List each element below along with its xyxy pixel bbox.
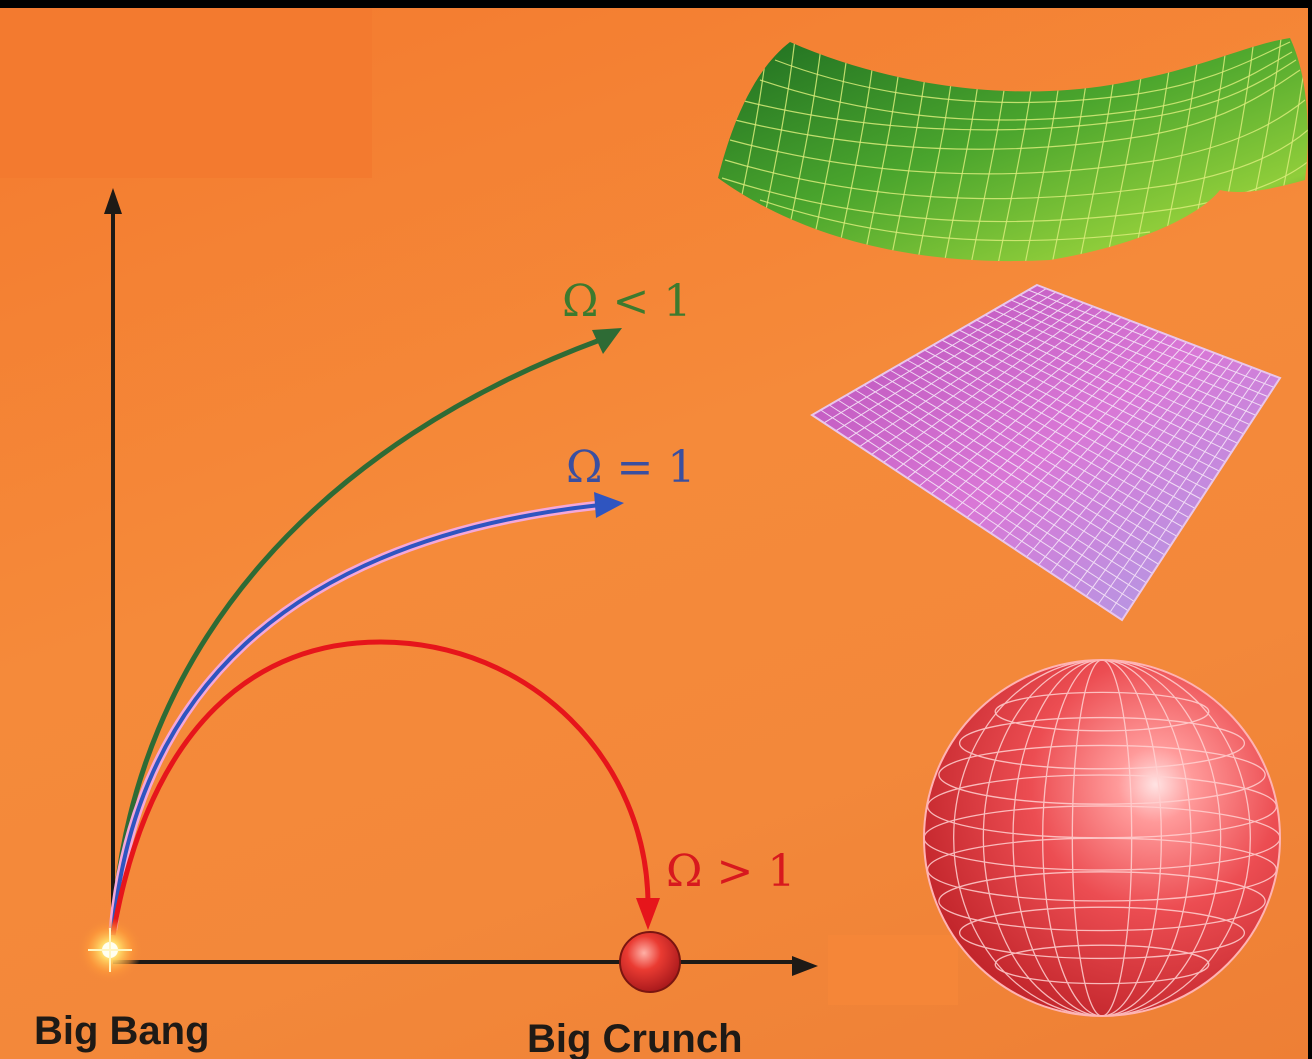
- big-bang-label: Big Bang: [34, 1009, 210, 1053]
- closed-universe-label: Ω > 1: [666, 846, 795, 897]
- top-border: [0, 0, 1312, 8]
- closed-universe-curve: [110, 639, 660, 936]
- open-universe-label: Ω < 1: [562, 276, 691, 327]
- big-crunch-label: Big Crunch: [527, 1017, 743, 1059]
- blank-axis-label-area: [828, 935, 958, 1005]
- open-universe-curve: [110, 328, 622, 931]
- explosion-glow-icon: [78, 918, 142, 982]
- sphere-surface: [923, 659, 1281, 1017]
- right-border: [1308, 0, 1312, 1059]
- y-axis: [104, 188, 122, 935]
- red-ball-icon: [619, 931, 681, 993]
- flat-grid-surface: [810, 283, 1282, 622]
- x-axis: [113, 956, 818, 976]
- flat-universe-label: Ω = 1: [566, 442, 695, 493]
- flat-universe-curve: [108, 492, 624, 931]
- saddle-surface: [718, 38, 1308, 262]
- blank-label-area: [0, 0, 372, 178]
